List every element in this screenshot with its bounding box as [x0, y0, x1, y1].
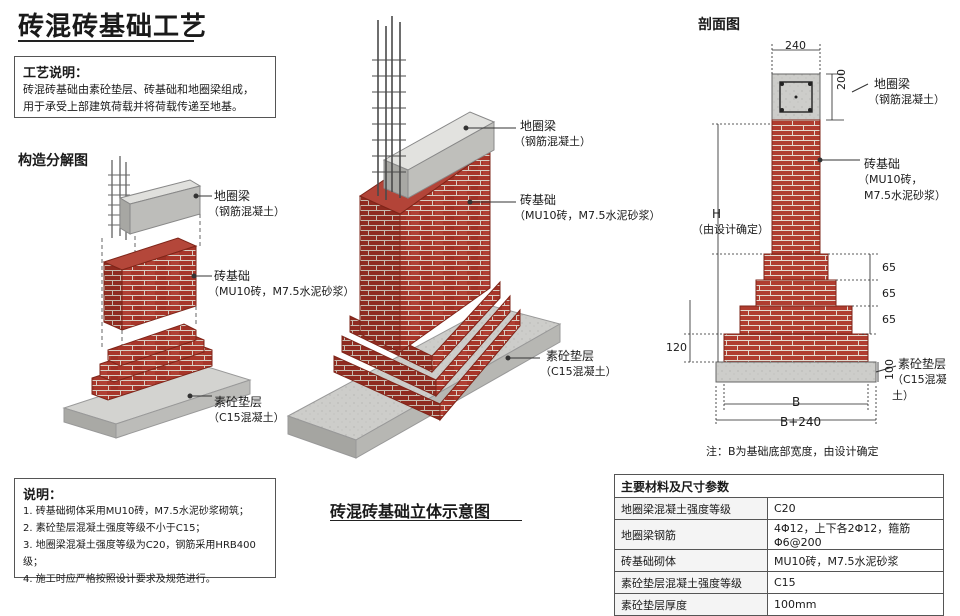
title-underline	[18, 40, 194, 42]
notes-box: 说明： 1. 砖基础砌体采用MU10砖，M7.5水泥砂浆砌筑； 2. 素砼垫层混…	[14, 478, 276, 585]
table-cell-value: MU10砖，M7.5水泥砂浆	[767, 549, 944, 572]
section-beam-label: 地圈梁	[874, 77, 911, 91]
exploded-brick-block	[102, 237, 198, 331]
main-stepped-base	[333, 280, 521, 422]
exploded-brick-label: 砖基础	[214, 269, 251, 283]
main-beam-label: 地圈梁	[520, 119, 557, 133]
section-dimension-lines	[684, 44, 879, 426]
exploded-cushion-label: 素砼垫层	[214, 395, 263, 409]
dim-B-plus-240: B+240	[780, 415, 822, 429]
process-description-box: 工艺说明： 砖混砖基础由素砼垫层、砖基础和地圈梁组成， 用于承受上部建筑荷载并将…	[14, 56, 276, 118]
page-title: 砖混砖基础工艺	[18, 12, 208, 42]
table-cell-key: 素砼垫层厚度	[614, 593, 768, 616]
section-brick-material-2: M7.5水泥砂浆）	[864, 189, 946, 202]
exploded-leader-lines	[187, 193, 212, 399]
dim-120: 120	[666, 341, 687, 354]
materials-table-heading: 主要材料及尺寸参数	[614, 474, 944, 498]
note-item-3: 3. 地圈梁混凝土强度等级为C20，钢筋采用HRB400级；	[23, 540, 256, 568]
process-description-line-2: 用于承受上部建筑荷载并将荷载传递至地基。	[23, 100, 243, 113]
exploded-view-heading: 构造分解图	[18, 153, 88, 169]
exploded-stepped-base	[62, 323, 252, 439]
main-beam-material: （钢筋混凝土）	[514, 135, 591, 148]
table-cell-value: 100mm	[767, 593, 944, 616]
table-cell-value: C20	[767, 497, 944, 520]
dim-height-label: H	[712, 207, 722, 221]
exploded-cushion-material: （C15混凝土）	[208, 411, 285, 424]
section-leader-lines	[817, 83, 897, 373]
dim-top-width: 240	[785, 39, 806, 52]
dim-B: B	[792, 395, 801, 409]
dim-beam-height: 200	[835, 69, 848, 90]
note-item-2: 2. 素砼垫层混凝土强度等级不小于C15；	[23, 523, 206, 534]
caption-underline	[330, 520, 522, 521]
exploded-beam-material: （钢筋混凝土）	[208, 205, 285, 218]
illustrations-canvas	[62, 16, 897, 459]
table-cell-key: 素砼垫层混凝土强度等级	[614, 571, 768, 594]
dim-step-3: 65	[882, 313, 896, 326]
section-brick-material-1: （MU10砖，	[858, 173, 923, 186]
table-cell-key: 砖基础砌体	[614, 549, 768, 572]
table-cell-value: 4Φ12，上下各2Φ12，箍筋Φ6@200	[767, 519, 944, 550]
process-description-heading: 工艺说明：	[23, 66, 89, 81]
note-item-1: 1. 砖基础砌体采用MU10砖，M7.5水泥砂浆砌筑；	[23, 506, 249, 517]
dim-step-1: 65	[882, 261, 896, 274]
table-cell-value: C15	[767, 571, 944, 594]
main-rebar-cage	[372, 16, 406, 200]
exploded-beam	[108, 156, 202, 240]
section-cushion-label: 素砼垫层	[898, 357, 947, 371]
section-heading: 剖面图	[698, 17, 740, 33]
section-cushion-material: （C15混凝土）	[892, 373, 947, 402]
section-note: 注：B为基础底部宽度，由设计确定	[706, 445, 879, 458]
exploded-brick-material: （MU10砖，M7.5水泥砂浆）	[208, 285, 355, 298]
section-drawing	[715, 73, 877, 383]
note-item-4: 4. 施工时应严格按照设计要求及规范进行。	[23, 574, 216, 585]
main-brick-label: 砖基础	[520, 193, 557, 207]
dim-height-note: （由设计确定）	[692, 223, 769, 236]
section-beam-material: （钢筋混凝土）	[868, 93, 945, 106]
process-description-line-1: 砖混砖基础由素砼垫层、砖基础和地圈梁组成，	[23, 83, 254, 96]
section-brick-label: 砖基础	[864, 157, 901, 171]
main-cushion-material: （C15混凝土）	[540, 365, 617, 378]
table-cell-key: 地圈梁钢筋	[614, 519, 768, 550]
exploded-beam-label: 地圈梁	[214, 189, 251, 203]
dim-step-2: 65	[882, 287, 896, 300]
main-brick-material: （MU10砖，M7.5水泥砂浆）	[514, 209, 661, 222]
notes-heading: 说明：	[23, 488, 63, 503]
main-cushion-label: 素砼垫层	[546, 349, 595, 363]
table-cell-key: 地圈梁混凝土强度等级	[614, 497, 768, 520]
main-leader-lines	[463, 125, 540, 361]
main-diagram-caption: 砖混砖基础立体示意图	[330, 502, 491, 521]
